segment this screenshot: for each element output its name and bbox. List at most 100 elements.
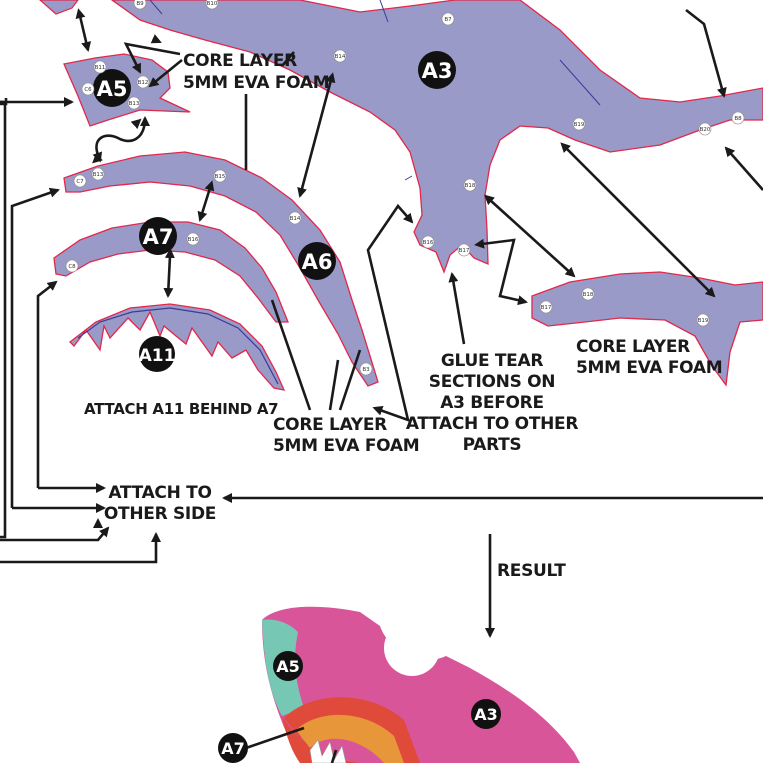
badge-a6: A6 (298, 242, 336, 280)
result-orange-arc (296, 714, 404, 763)
core-top-line (281, 51, 295, 67)
pin-b14b: B14 (288, 211, 302, 225)
arrows (0, 8, 763, 638)
glue-label-4: ATTACH TO OTHER (406, 414, 579, 434)
glue-label-3: A3 BEFORE (440, 393, 544, 413)
svg-text:B7: B7 (444, 17, 452, 23)
pin-b19b: B19 (696, 313, 710, 327)
piece-a6 (63, 151, 379, 387)
pin-b18b: B18 (581, 287, 595, 301)
svg-text:B20: B20 (700, 127, 711, 133)
arrow-a6-a7 (197, 180, 215, 222)
feed-a7 (36, 280, 58, 488)
pin-b20: B20 (698, 122, 712, 136)
arrow-right-edge (724, 146, 763, 191)
core-mid-label-2: 5MM EVA FOAM (273, 436, 419, 456)
pin-b9: B9 (133, 0, 147, 10)
svg-text:B11: B11 (95, 65, 106, 71)
pin-b17: B17 (457, 243, 471, 257)
svg-text:B9: B9 (136, 1, 144, 7)
core-top-pointer (148, 58, 183, 88)
core-top-label-1: CORE LAYER (183, 51, 297, 71)
result-badge-a5-text: A5 (276, 657, 300, 676)
badge-a7: A7 (139, 217, 177, 255)
result-shark-render: A5 A3 A7 (218, 606, 580, 763)
pin-b13b: B13 (91, 167, 105, 181)
piece-a3 (110, 0, 763, 274)
glue-pointer (448, 272, 466, 345)
svg-text:B14: B14 (290, 216, 301, 222)
svg-text:B17: B17 (459, 248, 470, 254)
pin-b16: B16 (186, 232, 200, 246)
pin-b17b: B17 (539, 300, 553, 314)
arrow-core-top-2 (150, 34, 162, 44)
result-badge-a7: A7 (218, 733, 248, 763)
svg-text:B13: B13 (129, 101, 140, 107)
arrow-b18-link (484, 194, 576, 278)
svg-text:B19: B19 (698, 318, 709, 324)
svg-text:C6: C6 (84, 87, 92, 93)
result-badge-a3-text: A3 (474, 705, 498, 724)
svg-text:B16: B16 (188, 237, 199, 243)
badge-a5-text: A5 (97, 77, 128, 101)
core-mid-pointer-3 (338, 349, 362, 411)
result-a7-pointer (245, 726, 305, 750)
attach-other-label-1: ATTACH TO (108, 483, 211, 503)
arrow-core-top-1 (123, 42, 181, 74)
pin-b12: B12 (136, 75, 150, 89)
attach-a11-label: ATTACH A11 BEHIND A7 (84, 400, 278, 418)
result-badge-a5: A5 (273, 651, 303, 681)
attach-other-label-2: OTHER SIDE (104, 504, 216, 524)
core-right-label-1: CORE LAYER (576, 337, 690, 357)
result-badge-a7-text: A7 (221, 739, 245, 758)
pin-c6: C6 (81, 82, 95, 96)
result-a7-pointer-2 (330, 749, 338, 763)
svg-text:B19: B19 (574, 122, 585, 128)
arrow-a3-a6 (297, 72, 336, 198)
glue-label-5: PARTS (463, 435, 522, 455)
piece-a11 (69, 303, 286, 391)
top-piece-fragment (39, 0, 79, 15)
svg-text:C7: C7 (76, 179, 84, 185)
svg-text:B18: B18 (583, 292, 594, 298)
badge-a3: A3 (418, 51, 456, 89)
pin-b14: B14 (333, 49, 347, 63)
result-cutout (384, 620, 440, 676)
badge-a7-text: A7 (143, 225, 174, 249)
svg-text:B17: B17 (541, 305, 552, 311)
arrow-a7-a11 (163, 248, 175, 298)
labels: CORE LAYER 5MM EVA FOAM CORE LAYER 5MM E… (84, 51, 723, 581)
core-right-label-2: 5MM EVA FOAM (576, 358, 722, 378)
svg-text:B14: B14 (335, 54, 346, 60)
svg-text:B12: B12 (138, 80, 149, 86)
a3-inner-line (149, 0, 601, 181)
arrow-left-1 (93, 518, 103, 528)
svg-text:B8: B8 (734, 116, 742, 122)
pin-b10: B10 (205, 0, 219, 10)
core-mid-pointer-1 (270, 299, 312, 411)
svg-text:B3: B3 (362, 367, 370, 373)
zigzag-right (474, 238, 528, 306)
svg-text:B13: B13 (93, 172, 104, 178)
badge-a11-text: A11 (139, 346, 176, 366)
pin-b11: B11 (93, 60, 107, 74)
glue-label-2: SECTIONS ON (429, 372, 555, 392)
arrow-a5-curl (92, 116, 150, 163)
result-red-band (282, 716, 360, 763)
pin-b19: B19 (572, 117, 586, 131)
pin-c7: C7 (73, 174, 87, 188)
svg-text:B10: B10 (207, 1, 218, 7)
arrow-b19-link (560, 142, 716, 298)
arrow-a5-top (75, 8, 92, 52)
feed-to-attach-3 (0, 526, 110, 542)
pin-b8: B8 (731, 111, 745, 125)
core-mid-pointer-2 (328, 359, 340, 411)
feed-to-attach-4 (0, 532, 161, 564)
pin-b13: B13 (127, 96, 141, 110)
zigzag-left (366, 203, 414, 423)
badge-a5: A5 (93, 69, 131, 107)
badge-a11: A11 (139, 336, 176, 372)
badge-a6-text: A6 (302, 250, 333, 274)
